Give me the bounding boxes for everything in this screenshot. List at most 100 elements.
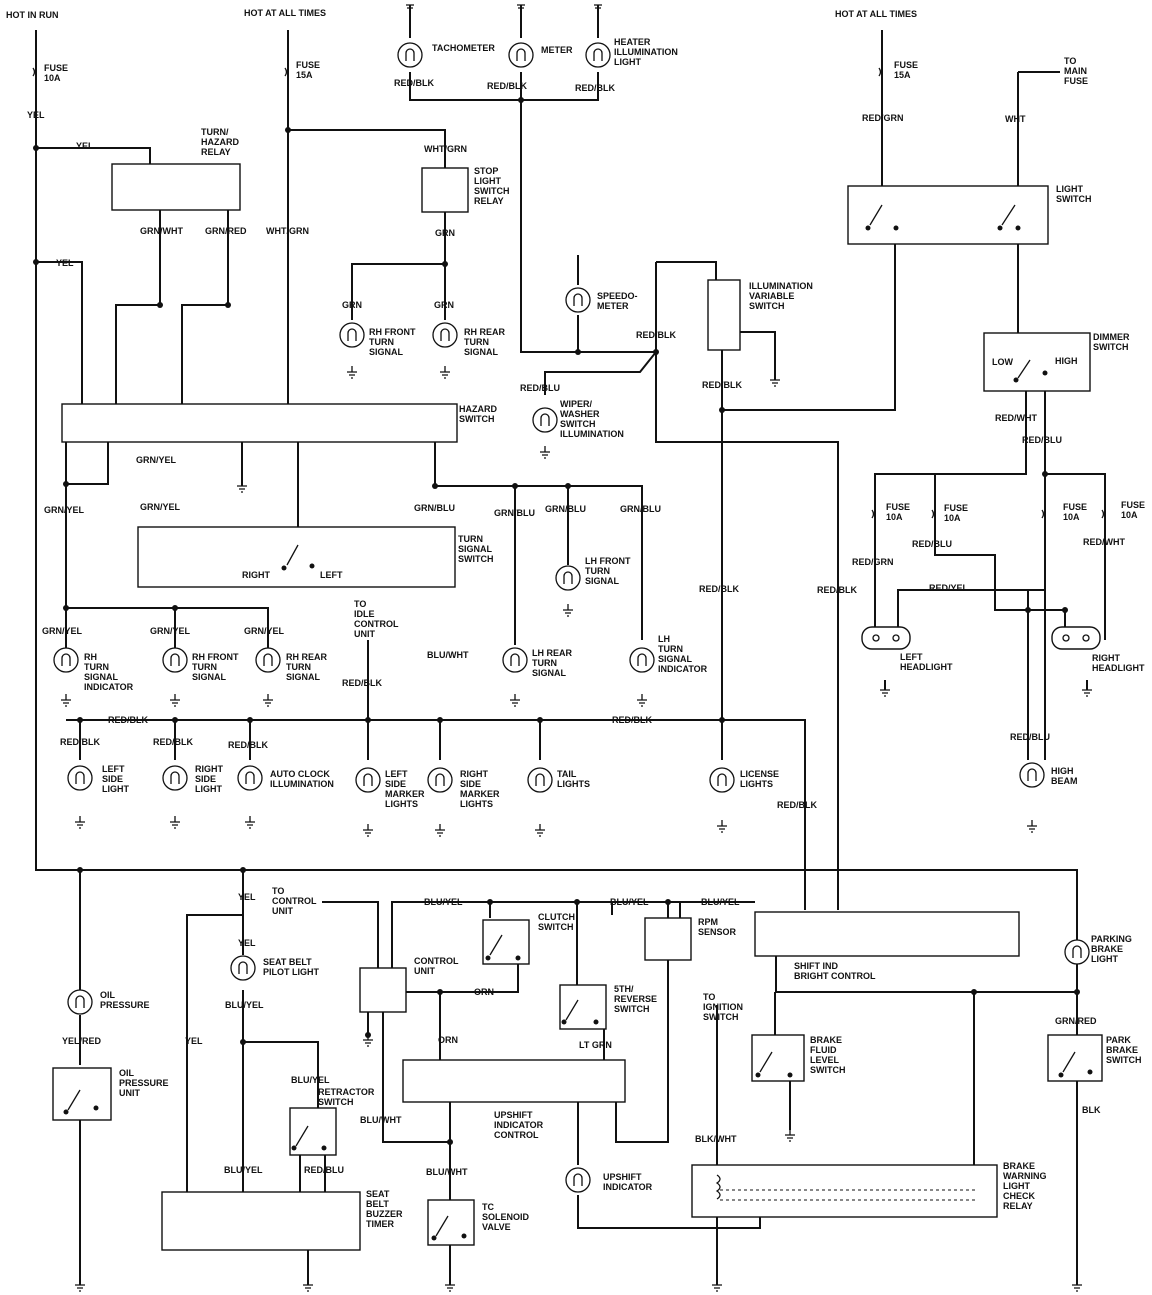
turn-signal-switch-box [137,526,456,588]
wire-grn-yel: GRN/YEL [136,455,177,465]
wire-grn: GRN [434,300,454,310]
wire-grn-blu: GRN/BLU [414,503,455,513]
wire-blu-yel: BLU/YEL [225,1000,264,1010]
wire-red-blk: RED/BLK [108,715,148,725]
wire-lt-grn: LT GRN [579,1040,612,1050]
label-low: LOW [992,357,1013,367]
fuse-icon [1041,509,1045,519]
relay-dashed-link [720,1189,975,1201]
lamp-icon [255,647,281,673]
lamp-icon [162,765,188,791]
ground-icon [75,816,85,829]
stop-light-relay-box [421,167,469,213]
ground-icon [440,366,450,379]
light-switch-box [847,185,1049,245]
control-unit-box [359,967,407,1013]
wire-red-yel: RED/YEL [929,583,969,593]
left-headlight-icon [861,626,911,650]
fuses [32,67,1105,519]
wire-red-blk: RED/BLK [153,737,193,747]
lamp-icon [237,765,263,791]
switch-contacts [63,204,1093,1241]
fifth-reverse-box [559,984,607,1030]
rpm-sensor-box [644,917,692,961]
lamp-icon [508,42,534,68]
label-speedometer: SPEEDO-METER [597,291,638,311]
ground-icon [1072,1279,1082,1292]
junction-dots [33,97,1080,1145]
label-hot-in-run: HOT IN RUN [6,10,59,20]
fuse-icon [931,509,935,519]
ground-icon [540,446,550,459]
wire-red-blk: RED/BLK [699,584,739,594]
brake-fluid-box [751,1034,805,1082]
fuse-icon [871,509,875,519]
wire-yel: YEL [238,892,256,902]
ground-icon [170,816,180,829]
ground-icon [406,4,414,12]
wire-red-blk: RED/BLK [228,740,268,750]
headlight-connectors [861,626,1101,650]
label-left: LEFT [320,570,343,580]
oil-pressure-unit-box [52,1067,112,1121]
ground-icon [785,1129,795,1142]
lamp-icon [53,647,79,673]
ground-icon [363,824,373,837]
ground-icon [1027,820,1037,833]
labels: HOT IN RUN HOT AT ALL TIMES HOT AT ALL T… [6,8,1145,1232]
clutch-switch-box [482,919,530,965]
wire-red-blk: RED/BLK [636,330,676,340]
wire-yel-red: YEL/RED [62,1036,102,1046]
right-headlight-icon [1051,626,1101,650]
wire-grn-yel: GRN/YEL [44,505,85,515]
lamp-icon [230,955,256,981]
wires [35,5,1106,1285]
ground-icon [170,694,180,707]
label-hot-at-all-times-right: HOT AT ALL TIMES [835,9,917,19]
ground-icon [303,1279,313,1292]
wire-yel: YEL [76,141,94,151]
wire-red-blk: RED/BLK [487,81,527,91]
wire-grn-blu: GRN/BLU [620,504,661,514]
ground-icon [637,694,647,707]
fuse-icon [878,67,882,77]
wire-grn-red: GRN/RED [205,226,247,236]
wire-grn: GRN [342,300,362,310]
park-brake-switch-box [1047,1034,1103,1082]
ground-icon [75,1279,85,1292]
wire-red-blk: RED/BLK [817,585,857,595]
